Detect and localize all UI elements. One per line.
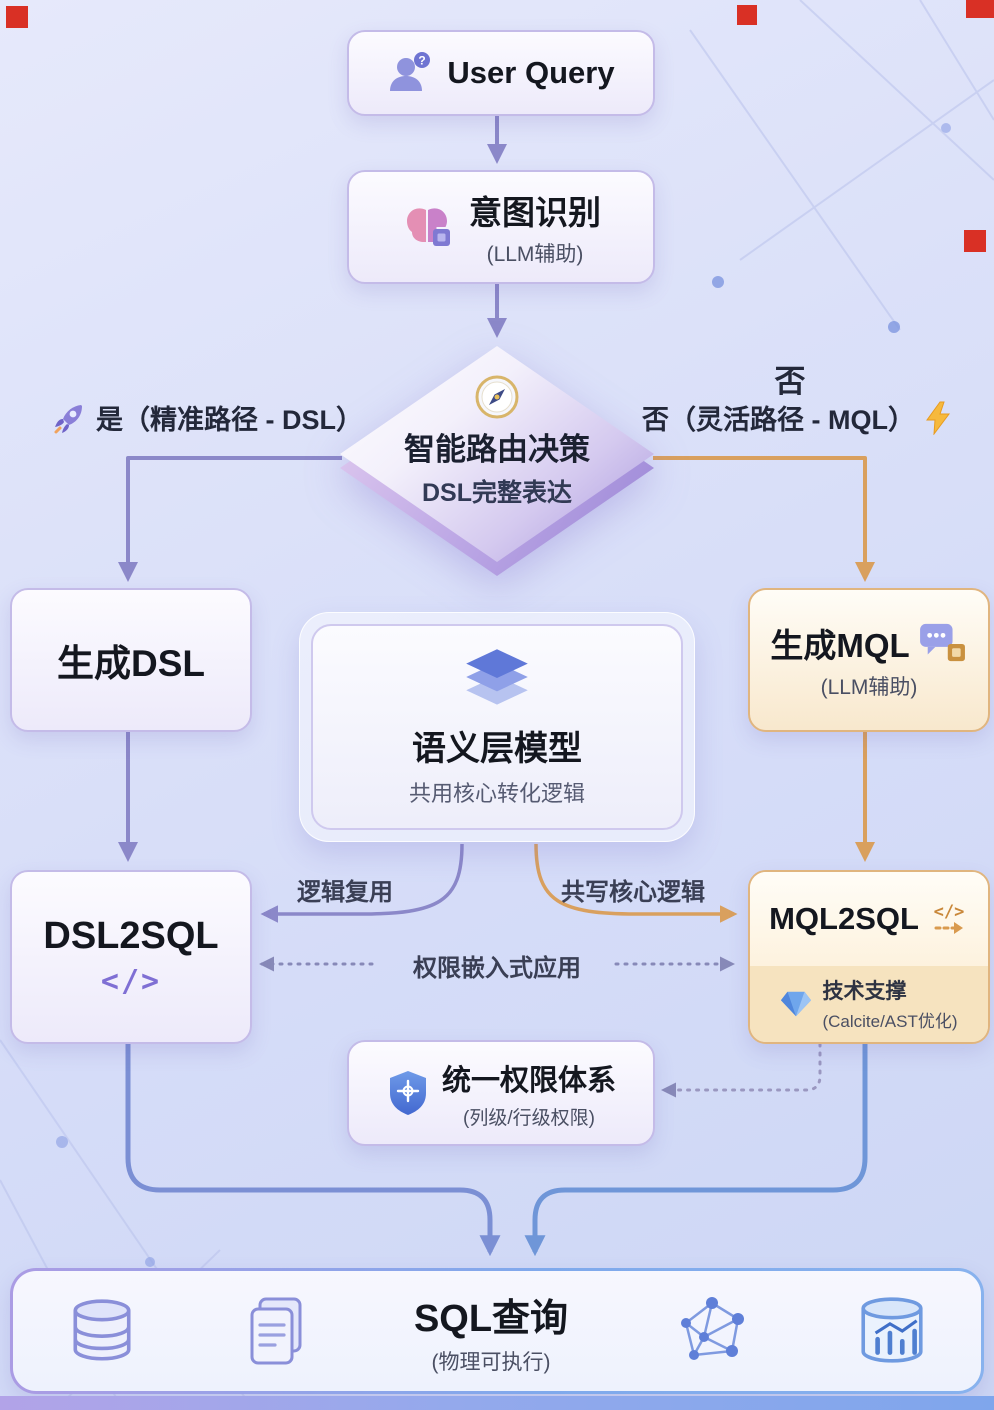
sql-query-title: SQL查询 <box>413 1297 569 1340</box>
rocket-icon <box>52 401 86 435</box>
branch-yes-label: 是（精准路径 - DSL） <box>52 398 363 437</box>
semantic-subtitle: 共用核心转化逻辑 <box>408 780 585 806</box>
layers-icon <box>458 647 536 711</box>
dsl2sql-title: DSL2SQL <box>43 915 219 957</box>
brain-chip-icon <box>401 203 455 251</box>
router-title: 智能路由决策 <box>404 432 590 467</box>
user-query-label: User Query <box>447 55 615 90</box>
sql-query-subtitle: (物理可执行) <box>431 1350 551 1374</box>
mql2sql-header: MQL2SQL </> <box>750 872 988 966</box>
database-icon <box>65 1294 139 1368</box>
node-mql2sql: MQL2SQL </> 技术支撑 (Calcite/AST优化) <box>748 870 990 1044</box>
bottom-gradient-strip <box>0 1396 994 1410</box>
generate-mql-title: 生成MQL <box>770 627 910 664</box>
gem-icon <box>780 989 812 1019</box>
node-generate-dsl: 生成DSL <box>10 588 252 732</box>
red-marker <box>6 6 28 28</box>
node-dsl2sql: DSL2SQL </> <box>10 870 252 1044</box>
node-generate-mql: 生成MQL (LLM辅助) <box>748 588 990 732</box>
svg-text:?: ? <box>419 54 426 68</box>
code-icon: </> <box>100 964 162 999</box>
network-graph-icon <box>674 1293 750 1369</box>
node-intent-recognition: 意图识别 (LLM辅助) <box>347 170 655 284</box>
support-title: 技术支撑 <box>822 980 907 1004</box>
database-chart-icon <box>855 1294 929 1368</box>
svg-text:</>: </> <box>934 902 965 922</box>
branch-yes-text: 是（精准路径 - DSL） <box>96 405 363 435</box>
node-routing-decision: 智能路由决策 DSL完整表达 <box>340 346 654 576</box>
branch-no-short: 否 <box>774 364 806 399</box>
semantic-layer-inner: 语义层模型 共用核心转化逻辑 <box>311 624 683 830</box>
node-semantic-layer-model: 语义层模型 共用核心转化逻辑 <box>299 612 695 842</box>
generate-mql-subtitle: (LLM辅助) <box>820 676 918 699</box>
branch-no-label: 否（灵活路径 - MQL） <box>642 398 954 437</box>
red-marker <box>737 5 757 25</box>
red-marker <box>966 0 994 18</box>
mql2sql-support: 技术支撑 (Calcite/AST优化) <box>750 965 988 1042</box>
semantic-title: 语义层模型 <box>412 729 582 768</box>
chat-chip-icon <box>918 622 968 664</box>
intent-title: 意图识别 <box>469 194 601 231</box>
diamond-face: 智能路由决策 DSL完整表达 <box>340 346 654 562</box>
intent-subtitle: (LLM辅助) <box>486 243 584 266</box>
node-unified-permission: 统一权限体系 (列级/行级权限) <box>347 1040 655 1146</box>
edge-label-shared-core: 共写核心逻辑 <box>561 879 705 906</box>
node-user-query: ? User Query <box>347 30 655 116</box>
support-subtitle: (Calcite/AST优化) <box>822 1012 958 1032</box>
node-sql-query-bar: SQL查询 (物理可执行) <box>10 1268 984 1394</box>
edge-label-logic-reuse: 逻辑复用 <box>297 879 393 906</box>
user-question-icon: ? <box>387 50 433 96</box>
permission-subtitle: (列级/行级权限) <box>463 1107 595 1129</box>
router-subtitle: DSL完整表达 <box>421 479 572 507</box>
documents-icon <box>244 1295 308 1367</box>
sql-query-text: SQL查询 (物理可执行) <box>414 1287 568 1376</box>
mql2sql-title: MQL2SQL <box>769 900 919 936</box>
permission-title: 统一权限体系 <box>441 1064 616 1097</box>
compass-icon <box>474 374 520 420</box>
branch-no-text: 否（灵活路径 - MQL） <box>642 405 915 435</box>
lightning-icon <box>925 401 951 435</box>
code-arrow-icon: </> <box>929 901 969 937</box>
shield-crosshair-icon <box>386 1069 430 1117</box>
red-marker <box>964 230 986 252</box>
generate-dsl-label: 生成DSL <box>57 643 205 684</box>
edge-label-permission-embed: 权限嵌入式应用 <box>413 955 581 982</box>
